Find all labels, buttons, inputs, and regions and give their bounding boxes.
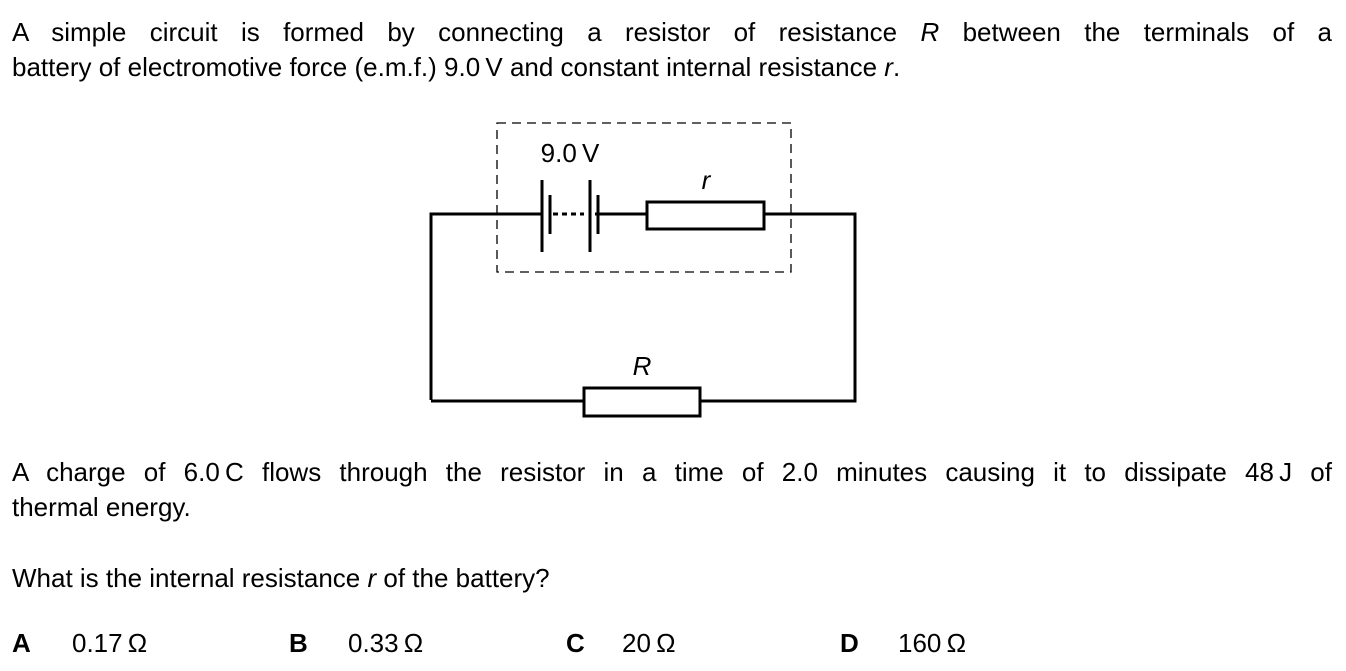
option-c-letter[interactable]: C	[566, 628, 585, 658]
question-body: A charge of 6.0 C flows through the resi…	[12, 455, 1332, 525]
option-a-value[interactable]: 0.17 Ω	[72, 628, 148, 658]
intro-text-1a: A simple circuit is formed by connecting…	[12, 17, 921, 47]
intro-text-2a: battery of electromotive force (e.m.f.) …	[12, 52, 885, 82]
prompt-text-a: What is the internal resistance	[12, 563, 368, 593]
prompt-variable-r: r	[367, 563, 377, 593]
body-line-2: thermal energy.	[12, 492, 191, 522]
option-b-letter[interactable]: B	[289, 628, 308, 658]
wire-right	[700, 212, 857, 403]
prompt-text-b: of the battery?	[376, 563, 550, 593]
option-b-value[interactable]: 0.33 Ω	[348, 628, 424, 658]
option-c-value[interactable]: 20 Ω	[622, 628, 676, 658]
option-d-letter[interactable]: D	[840, 628, 859, 658]
option-a-letter[interactable]: A	[12, 628, 31, 658]
intro-text-2b: .	[892, 52, 901, 82]
external-resistor-label: R	[633, 351, 652, 381]
option-d-value[interactable]: 160 Ω	[898, 628, 967, 658]
intro-line-1: A simple circuit is formed by connecting…	[12, 15, 1332, 50]
intro-text-1b: between the terminals of a	[939, 17, 1333, 47]
variable-r: r	[884, 52, 893, 82]
external-resistor	[582, 386, 702, 418]
emf-label: 9.0 V	[541, 138, 600, 168]
internal-resistor-label: r	[702, 165, 712, 195]
question-prompt: What is the internal resistance r of the…	[12, 561, 1332, 596]
internal-resistor	[645, 200, 766, 231]
body-line-1: A charge of 6.0 C flows through the resi…	[12, 457, 1332, 487]
question-intro: A simple circuit is formed by connecting…	[12, 15, 1332, 85]
wire-left	[429, 212, 542, 400]
battery-enclosure	[496, 122, 792, 273]
variable-R: R	[920, 17, 940, 47]
intro-line-2: battery of electromotive force (e.m.f.) …	[12, 50, 1332, 85]
